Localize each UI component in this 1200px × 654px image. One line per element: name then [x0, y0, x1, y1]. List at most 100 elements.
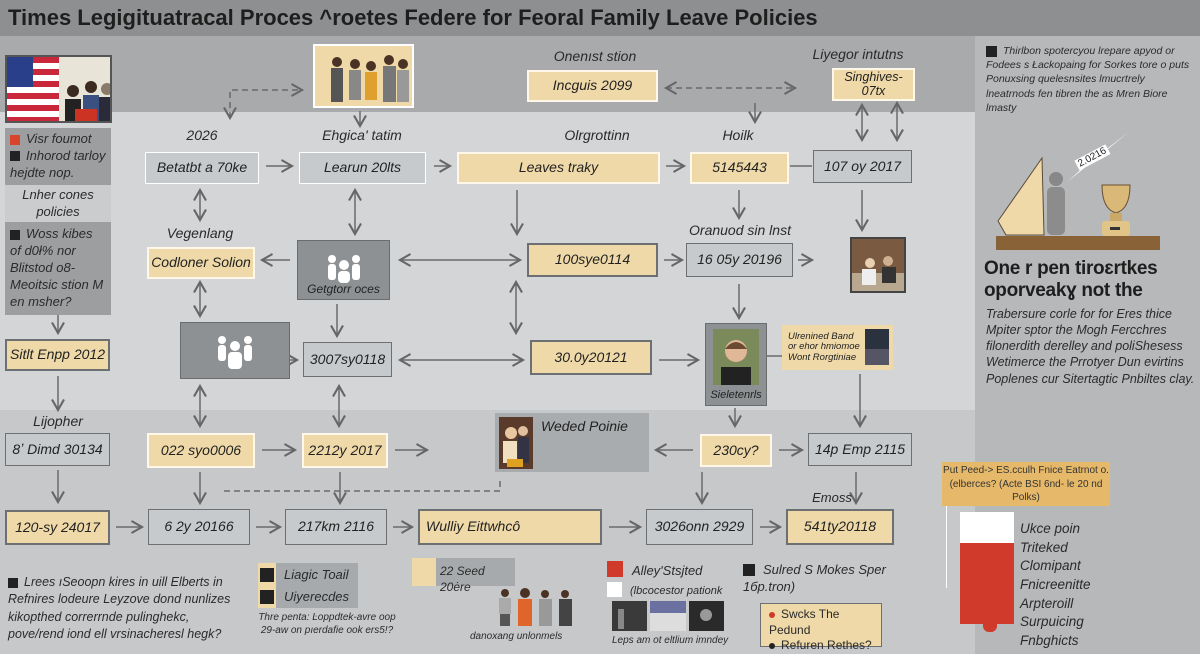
wedding-photo	[499, 417, 533, 469]
right-list-item: Fnicreenitte	[1020, 576, 1091, 592]
legend-a: Liagic Toail Uiyerecdes	[258, 563, 358, 608]
box-r5d: Wulliy Eittwhcô	[418, 509, 602, 545]
flag-people-illustration	[7, 57, 110, 121]
family-group-image	[313, 44, 414, 108]
people-legend: 22 Seed 20ėre	[412, 558, 515, 594]
box-r4e: 230cy?	[700, 434, 772, 467]
band-photo	[865, 329, 889, 365]
meeting-illustration	[852, 239, 904, 291]
left-legend: Visr foumot Inhorod tarloy hejdte nop.	[5, 128, 111, 185]
label-col4: Hoilk	[722, 127, 754, 143]
label-row5-right: Emoss	[812, 490, 852, 505]
fill-bar-tip	[983, 602, 997, 632]
people-icon	[327, 254, 360, 283]
legend-b-red-swatch	[607, 561, 623, 577]
label-top-center: Onenıst stion	[553, 48, 637, 64]
photo-strip-caption: Leps am ot eltlium imndey	[612, 635, 729, 646]
band-callout-text: Ulrenined Band or ehor hmiomoe Wont Rorg…	[788, 330, 860, 363]
right-intro: Thirlbon spotercyou lrepare apyod or Fod…	[986, 44, 1191, 115]
bullet-red	[769, 611, 775, 618]
legend-c-item: Refuren Rethes?	[769, 638, 873, 654]
box-r1d: 5145443	[690, 152, 789, 184]
box-r3b: 3007sy0118	[303, 342, 392, 377]
box-r4b: 022 syo0006	[147, 433, 255, 468]
right-callout: Put Peed-> ES.cculh Fnice Eatrnot o. (el…	[942, 462, 1110, 506]
right-paragraph: Trabersure corle for for Eres thice Mpit…	[986, 306, 1195, 386]
box-r1e: 107 oy 2017	[813, 150, 912, 183]
people-illustration	[499, 588, 572, 626]
box-r1b: Learun 20lts	[299, 152, 426, 184]
callout-line	[946, 506, 947, 588]
right-list-item: Arpteroill	[1020, 595, 1074, 611]
legend-c-text: Refuren Rethes?	[781, 638, 872, 653]
label-top-right: Liyegor intutns	[812, 46, 904, 62]
people-icon	[218, 335, 252, 369]
box-r1a: Betatbt a 70ke	[145, 152, 259, 184]
right-heading: One r pen tiroɛrtkes oporveakɣ not the	[984, 258, 1158, 301]
label-row4-left: Lijopher	[33, 413, 83, 429]
label-col2: Ehgica' tatim	[322, 127, 402, 143]
right-list-item: Fnbghicts	[1020, 632, 1079, 648]
right-list-item: Ukce poin	[1020, 521, 1081, 536]
box-r4f: 14p Emp 2115	[808, 433, 912, 466]
legend-item: Visr foumot	[10, 131, 106, 148]
box-r5c: 217km 2116	[285, 509, 387, 545]
box-r5b: 6 2y 20166	[148, 509, 250, 545]
box-top1: Incguis 2099	[527, 70, 658, 102]
meeting-photo	[850, 237, 906, 293]
us-flag-image	[5, 55, 112, 123]
child-photo-card: Sieletenrls	[705, 323, 767, 406]
right-list-item: Clomipant	[1020, 558, 1081, 574]
legend-item: Inhorod tarloy hejdte nop.	[10, 148, 106, 182]
legend-b-white-swatch	[607, 582, 622, 597]
box-r1c: Leaves traky	[457, 152, 660, 184]
legend-text: Visr foumot	[26, 131, 92, 146]
label-col1: 2026	[186, 127, 218, 143]
connector-arrows	[51, 81, 904, 534]
legend-a-swatch	[260, 590, 274, 604]
wedding-box: Weded Poinie	[495, 413, 649, 472]
page-title: Times Legigituatracal Proces ^roetes Fed…	[8, 5, 818, 30]
left-panel: Visr foumot Inhorod tarloy hejdte nop. L…	[5, 128, 111, 315]
label-row2-right: Oranuod sin lnst	[689, 222, 791, 238]
box-r5e: 3026onn 2929	[646, 509, 753, 545]
people-legend-text: 22 Seed 20ėre	[440, 564, 485, 594]
people-box	[180, 322, 290, 379]
box-r5a: 120-sy 24017	[5, 510, 110, 545]
legend-a-caption: Thre penta: Ŀoppdtek-avre oop 29-aw on p…	[258, 612, 396, 636]
legend-c-text: Swcks The Pedund	[769, 607, 840, 637]
legend-b-item: Alley'Stsjted	[632, 563, 703, 578]
group-box: Getgtorr oces	[297, 240, 390, 300]
right-list-item: Surpuicing	[1020, 614, 1084, 630]
box-top2: Singhives-07tx	[832, 68, 915, 101]
legend-b-item: (lbcocestor pationk	[630, 585, 723, 597]
legend-c-item: Swcks The Pedund	[769, 607, 873, 638]
band-callout: Ulrenined Band or ehor hmiomoe Wont Rorg…	[782, 325, 893, 370]
group-box-label: Getgtorr oces	[307, 281, 380, 296]
right-list: Ukce poin Triteked Clomipant Fnicreenitt…	[1020, 520, 1091, 650]
fill-bar	[960, 512, 1014, 624]
box-r2a: Codloner Solion	[147, 247, 255, 279]
right-list-item: Triteked	[1020, 539, 1068, 555]
legend-c-title: Sulred S Mokes Sper 1бp.tron)	[743, 562, 886, 594]
left-caption: Lnher cones policies	[5, 184, 111, 223]
top-band	[0, 36, 975, 112]
legend-c-box: Swcks The Pedund Refuren Rethes?	[760, 603, 882, 652]
right-text-column: One r pen tiroɛrtkes oporveakɣ not the T…	[984, 258, 1198, 387]
family-illustration	[331, 55, 409, 102]
label-row2-left: Vegenlang	[166, 225, 234, 241]
note-swatch	[10, 230, 20, 241]
left-note: Woss kibes of d0ł% nor Blitstod o8-Meoit…	[5, 222, 111, 315]
left-note-text: Woss kibes of d0ł% nor Blitstod o8-Meoit…	[10, 226, 104, 310]
label-col3: Olrgrottinn	[564, 127, 630, 143]
bullet-dark	[769, 643, 775, 650]
right-intro-text: Thirlbon spotercyou lrepare apyod or Fod…	[986, 45, 1190, 114]
box-r2c: 100sye0114	[527, 243, 658, 277]
box-r3c: 30.0y20121	[530, 340, 652, 375]
legend-swatch	[10, 134, 20, 145]
paragraph-bullet	[8, 577, 18, 588]
photo-strip	[612, 601, 724, 631]
people-caption: danoxang unlonmels	[470, 631, 563, 642]
legend-a-item: Uiyerecdes	[284, 589, 350, 604]
award-illustration	[996, 132, 1160, 250]
